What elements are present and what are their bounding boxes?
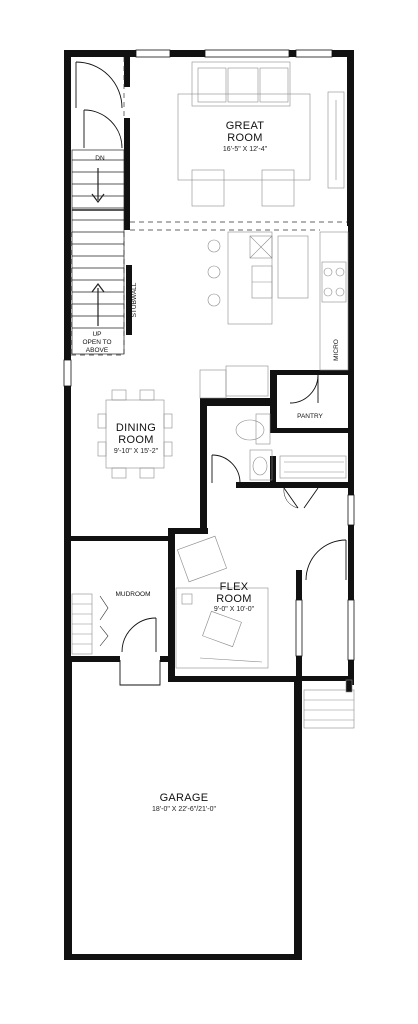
stairs bbox=[71, 149, 125, 355]
open-above-line2: ABOVE bbox=[86, 347, 109, 354]
stair-down-label: DN bbox=[95, 155, 105, 162]
exterior-walls bbox=[64, 50, 354, 960]
stubwall-label: STUBWALL bbox=[131, 282, 138, 317]
labels: GREAT ROOM 16'-5" X 12'-4" DINING ROOM 9… bbox=[82, 120, 340, 813]
windows bbox=[63, 49, 355, 661]
garage-dims: 18'-0" X 22'-6"/21'-0" bbox=[152, 806, 217, 813]
dining-room-name-line1: DINING bbox=[116, 422, 156, 434]
furniture bbox=[71, 61, 355, 729]
open-above-line1: OPEN TO bbox=[82, 339, 111, 346]
mudroom-name: MUDROOM bbox=[115, 591, 150, 598]
flex-room-name-line2: ROOM bbox=[216, 593, 251, 605]
doors bbox=[75, 61, 347, 686]
dining-room-dims: 9'-10" X 15'-2" bbox=[114, 448, 159, 455]
great-room-dims: 16'-5" X 12'-4" bbox=[223, 146, 268, 153]
garage-name: GARAGE bbox=[160, 792, 209, 804]
stair-up-label: UP bbox=[92, 331, 101, 338]
micro-label: MICRO bbox=[333, 339, 340, 361]
pantry-name: PANTRY bbox=[297, 413, 323, 420]
flex-room-name-line1: FLEX bbox=[220, 581, 249, 593]
dining-room-name-line2: ROOM bbox=[118, 434, 153, 446]
interior-walls bbox=[64, 57, 348, 682]
great-room-name-line2: ROOM bbox=[227, 132, 262, 144]
flex-room-dims: 9'-0" X 10'-0" bbox=[214, 606, 255, 613]
great-room-name-line1: GREAT bbox=[226, 120, 265, 132]
